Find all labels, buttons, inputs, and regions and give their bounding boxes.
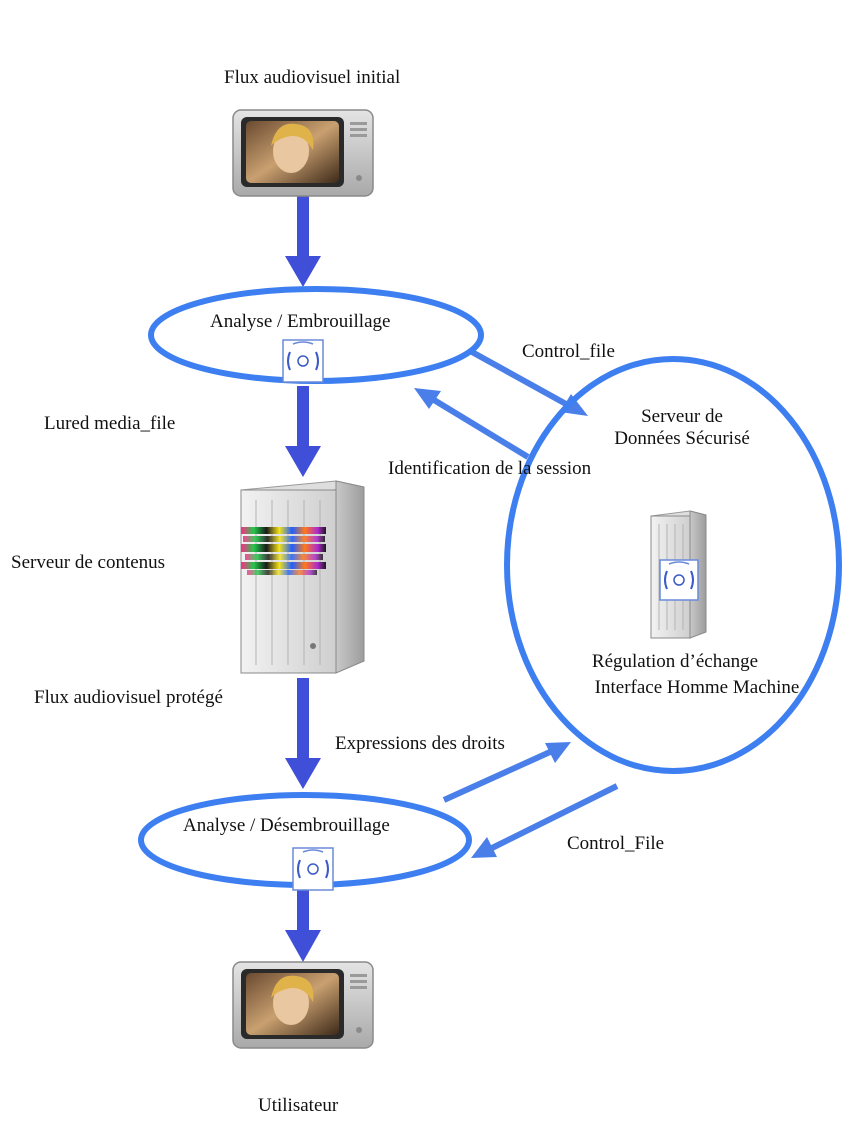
main-flow-arrows [285,194,321,962]
label-donnees-securise: Données Sécurisé [614,428,750,449]
label-utilisateur: Utilisateur [258,1095,339,1116]
label-embrouillage: Analyse / Embrouillage [210,311,391,332]
arrow-embrouillage-to-server [285,386,321,477]
arrow-server-to-desembrouillage [285,678,321,789]
arrow-desembrouillage-to-user [285,890,321,962]
encryption-badge-icon [659,559,699,601]
label-flux-protege: Flux audiovisuel protégé [34,687,223,708]
server-tower-icon [240,480,365,674]
encryption-badge-icon [282,339,324,383]
label-flux-initial: Flux audiovisuel initial [224,67,401,88]
side-arrows [414,349,619,858]
label-lured-media-file: Lured media_file [44,413,176,434]
label-serveur-contenus: Serveur de contenus [11,552,166,573]
television-icon [232,109,374,197]
label-control-file-top: Control_file [522,341,615,362]
label-regulation-echange: Régulation d’échange [591,651,759,672]
label-desembrouillage: Analyse / Désembrouillage [183,815,390,836]
arrow-control-file-bottom [471,783,619,858]
television-icon [232,961,374,1049]
arrow-expressions-droits [442,742,571,803]
label-serveur-de: Serveur de [641,406,723,427]
label-identification-session: Identification de la session [388,458,592,479]
ellipse-secure-server [504,356,842,774]
arrow-identification-session [414,388,530,460]
encryption-badge-icon [292,847,334,891]
label-expressions-droits: Expressions des droits [335,733,505,754]
label-control-file-bottom: Control_File [567,833,665,854]
arrow-tv-to-embrouillage [285,194,321,287]
label-interface-homme-machine: Interface Homme Machine [594,677,800,698]
